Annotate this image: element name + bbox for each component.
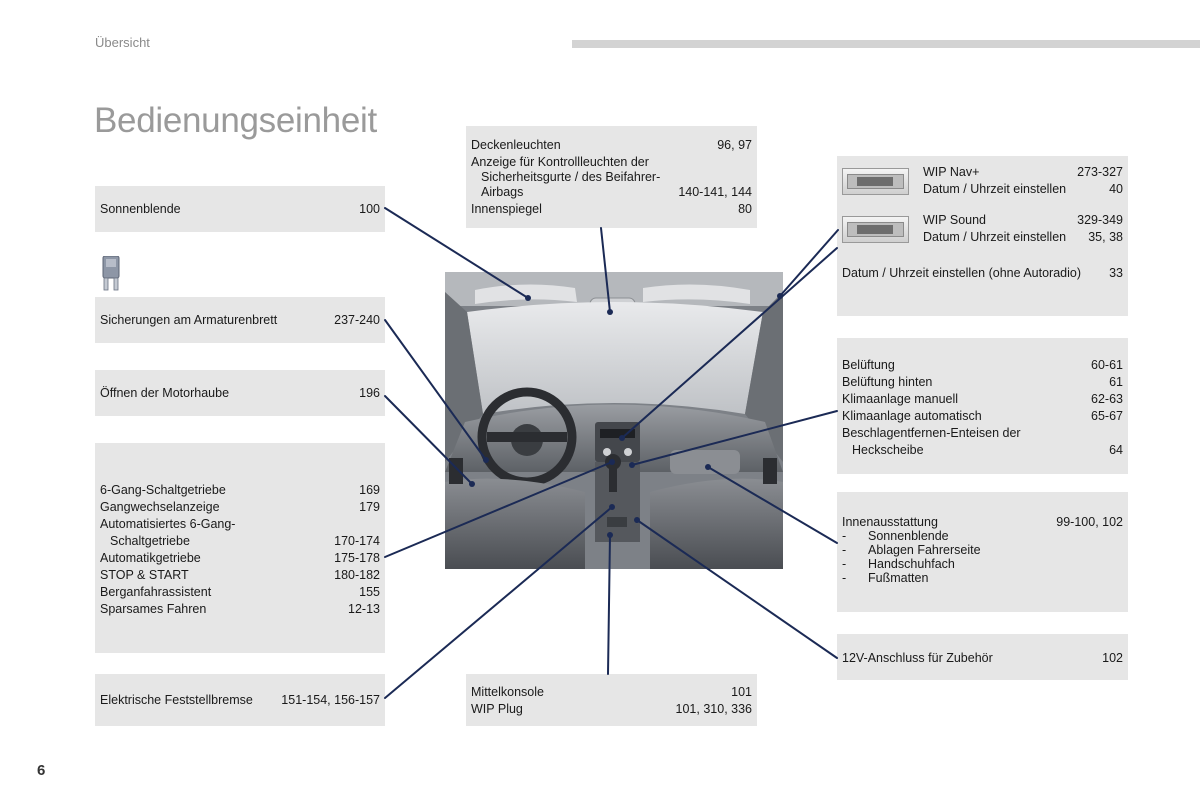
list-item: WIP Nav+273-327	[923, 165, 1123, 179]
fuses-label: Sicherungen am Armaturenbrett	[100, 313, 278, 327]
list-item: Sonnenblende	[842, 529, 1123, 543]
list-item: Ablagen Fahrerseite	[842, 543, 1123, 557]
leader-line	[779, 229, 839, 297]
list-item: Automatisiertes 6-Gang-	[100, 517, 236, 531]
list-item: Handschuhfach	[842, 557, 1123, 571]
parking-brake-pages: 151-154, 156-157	[281, 693, 380, 707]
sun-visor-box: Sonnenblende 100	[95, 186, 385, 232]
parking-brake-label: Elektrische Feststellbremse	[100, 693, 253, 707]
page-title: Bedienungseinheit	[94, 101, 377, 141]
fuse-icon	[102, 256, 120, 291]
bonnet-label: Öffnen der Motorhaube	[100, 386, 230, 400]
list-item: Beschlagentfernen-Enteisen der	[842, 426, 1021, 440]
fuses-box: Sicherungen am Armaturenbrett 237-240	[95, 297, 385, 343]
section-label: Übersicht	[95, 35, 150, 50]
list-item: Anzeige für Kontrollleuchten der	[471, 155, 649, 169]
list-item: Datum / Uhrzeit einstellen (ohne Autorad…	[842, 266, 1123, 280]
page-number: 6	[37, 762, 46, 779]
socket-box: 12V-Anschluss für Zubehör 102	[837, 634, 1128, 680]
radio-sound-icon	[842, 216, 909, 243]
sun-visor-pages: 100	[359, 202, 380, 216]
bonnet-box: Öffnen der Motorhaube 196	[95, 370, 385, 416]
header-bar	[572, 40, 1200, 48]
socket-pages: 102	[1102, 651, 1123, 665]
list-item: Fußmatten	[842, 571, 1123, 585]
bonnet-pages: 196	[359, 386, 380, 400]
socket-label: 12V-Anschluss für Zubehör	[842, 651, 993, 665]
sun-visor-label: Sonnenblende	[100, 202, 181, 216]
parking-brake-box: Elektrische Feststellbremse 151-154, 156-…	[95, 674, 385, 726]
radio-nav-icon	[842, 168, 909, 195]
dashboard-photo	[445, 272, 783, 569]
audio-box: WIP Nav+273-327 Datum / Uhrzeit einstell…	[837, 156, 1128, 316]
fuses-pages: 237-240	[334, 313, 380, 327]
list-item: Sicherheitsgurte / des Beifahrer-	[481, 170, 661, 184]
